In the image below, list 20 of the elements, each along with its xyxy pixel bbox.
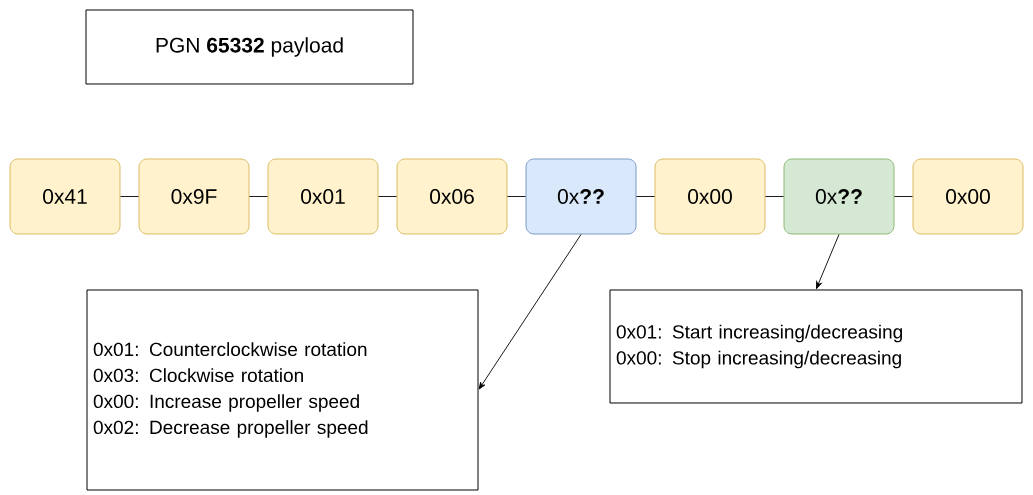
arrow — [816, 234, 840, 289]
byte-box: 0x41 — [9, 158, 121, 235]
byte-box: 0x00 — [912, 158, 1024, 235]
connector-line — [120, 196, 139, 197]
connector-line — [249, 196, 268, 197]
connector-line — [636, 196, 655, 197]
byte-box: 0x9F — [138, 158, 250, 235]
connector-line — [765, 196, 784, 197]
byte-box: 0x06 — [396, 158, 508, 235]
connector-line — [894, 196, 913, 197]
byte-box: 0x?? — [525, 158, 637, 235]
connector-line — [507, 196, 526, 197]
byte-box: 0x01 — [267, 158, 379, 235]
connector-line — [378, 196, 397, 197]
title-box: PGN 65332 payload — [85, 9, 414, 85]
value-list-box: 0x01: Counterclockwise rotation 0x03: Clockwise rotation 0x00: Increase propeller speed 0x02: Decrease propeller speed — [86, 289, 479, 491]
byte-box: 0x00 — [654, 158, 766, 235]
byte-box: 0x?? — [783, 158, 895, 235]
value-list-box: 0x01: Start increasing/decreasing 0x00: Stop increasing/decreasing — [609, 289, 1023, 404]
arrow — [478, 234, 582, 390]
